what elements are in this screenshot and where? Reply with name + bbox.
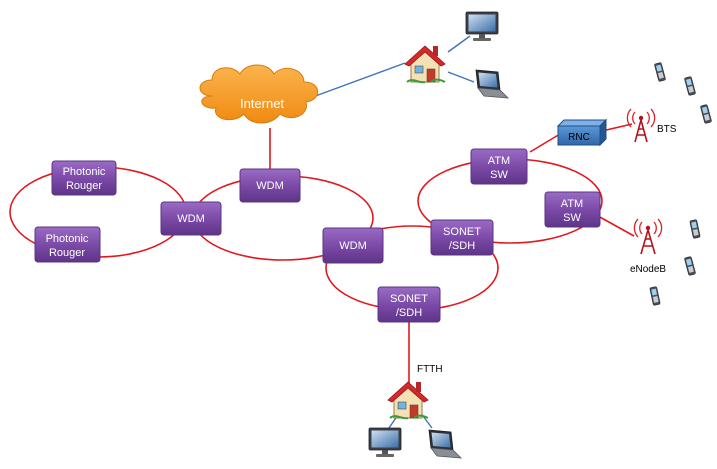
rnc-front-face [557,125,601,146]
link-rnc-bts [601,123,633,132]
mobile-phone-icon [684,256,696,276]
house-icon [387,381,429,420]
link-atm-enodeb [597,215,635,237]
mobile-phone-icon [654,62,666,82]
node-photonic-2: Photonic Rouger [34,226,101,263]
laptop-bottom [428,429,463,459]
radio-tower-icon [626,108,656,143]
mobile-phone-icon [649,286,661,306]
node-label: WDM [339,240,367,252]
node-box [322,227,384,264]
node-box [470,148,528,185]
node-label: WDM [177,213,205,225]
node-label: WDM [256,180,284,192]
internet-cloud: Internet [199,64,319,124]
node-line-1: SONET [443,226,481,238]
node-atm-2: ATM SW [544,191,601,228]
node-box [430,219,494,256]
node-sonet-bottom: SONET /SDH [377,286,441,323]
node-line-1: SONET [390,293,428,305]
mobile-phone-icon [689,219,701,239]
radio-tower-icon [633,218,663,255]
node-wdm-center: WDM [322,227,384,264]
monitor-icon [368,427,402,457]
house-bottom [387,381,429,420]
node-line-1: ATM [561,198,583,210]
node-line-2: Rouger [66,180,102,192]
laptop-top [475,69,510,99]
enodeb-antenna: eNodeB [630,218,666,275]
node-line-2: /SDH [449,240,475,252]
rnc-top-face [556,119,608,127]
enodeb-label: eNodeB [630,264,666,275]
ftth-label: FTTH [417,364,443,375]
node-line-1: Photonic [63,166,106,178]
link-house-laptop-top [447,71,475,83]
node-atm-1: ATM SW [470,148,528,185]
node-wdm-top: WDM [239,168,301,203]
node-box [377,286,441,323]
monitor-top [465,11,499,41]
bts-label: BTS [657,124,677,135]
node-line-2: /SDH [396,307,422,319]
house-icon [404,45,446,84]
internet-label: Internet [240,96,284,111]
node-box [239,168,301,203]
house-top [404,45,446,84]
node-photonic-1: Photonic Rouger [51,160,117,196]
link-house-monitor-top [447,35,471,53]
laptop-icon [428,429,463,459]
node-box [51,160,117,196]
monitor-icon [465,11,499,41]
node-line-2: SW [490,169,508,181]
bts-antenna: BTS [626,108,677,143]
node-rnc: RNC [556,118,608,147]
link-internet-house [309,62,406,99]
mobile-phones [649,62,712,306]
node-line-1: Photonic [46,233,89,245]
rnc-label: RNC [568,132,590,143]
mobile-phone-icon [684,76,696,96]
laptop-icon [475,69,510,99]
mobile-phone-icon [700,104,712,124]
node-box [34,226,101,263]
node-line-1: ATM [488,155,510,167]
node-line-2: SW [563,212,581,224]
node-sonet-right: SONET /SDH [430,219,494,256]
node-box [160,201,222,236]
node-wdm-left: WDM [160,201,222,236]
node-line-2: Rouger [49,247,85,259]
link-atm-rnc [529,133,561,153]
node-box [544,191,601,228]
cloud-icon [199,64,319,124]
monitor-bottom [368,427,402,457]
